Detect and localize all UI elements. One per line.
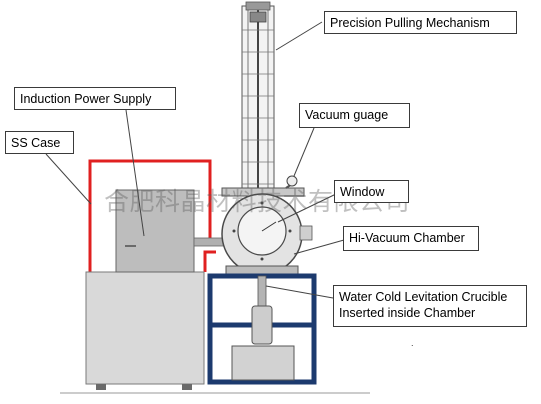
pulling-carriage: [249, 11, 267, 23]
power-supply-box: [115, 189, 195, 273]
label-hi-vacuum-text: Hi-Vacuum Chamber: [349, 231, 465, 245]
leader-crucible: [265, 285, 334, 299]
connector-tube: [193, 237, 225, 247]
label-crucible-line1: Water Cold Levitation Crucible: [339, 290, 508, 304]
window-pointer: [261, 221, 277, 232]
ss-case-outline: [88, 159, 212, 272]
label-precision-pulling: Precision Pulling Mechanism: [324, 11, 517, 34]
leader-ss-case: [45, 153, 92, 205]
label-crucible-line2: Inserted inside Chamber: [339, 306, 476, 320]
vacuum-gauge-dial: [286, 175, 298, 187]
leader-pulling: [275, 21, 323, 51]
label-crucible: Water Cold Levitation Crucible Inserted …: [333, 285, 527, 327]
label-ss-case-text: SS Case: [11, 136, 61, 150]
leader-window: [277, 193, 337, 223]
cabinet-foot-left: [96, 384, 106, 390]
window-bolts: [232, 201, 292, 261]
leader-vacuum: [293, 127, 315, 177]
pulling-top-cap: [245, 1, 271, 11]
label-hi-vacuum: Hi-Vacuum Chamber: [343, 226, 479, 251]
pulling-ladder-rungs: [242, 29, 274, 185]
cabinet-body: [85, 271, 205, 385]
label-ss-case: SS Case: [5, 131, 74, 154]
label-window-text: Window: [340, 185, 385, 199]
label-induction-power: Induction Power Supply: [14, 87, 176, 110]
label-induction-power-text: Induction Power Supply: [20, 92, 152, 106]
leader-power: [125, 109, 145, 237]
crucible-body: [251, 305, 273, 345]
leader-hi-vacuum: [293, 239, 345, 255]
label-vacuum-gauge: Vacuum guage: [299, 103, 410, 128]
cabinet-foot-right: [182, 384, 192, 390]
crucible-stem: [257, 275, 267, 311]
chamber-side-port: [299, 225, 313, 241]
label-vacuum-gauge-text: Vacuum guage: [305, 108, 389, 122]
chamber-base: [225, 265, 299, 275]
label-window: Window: [334, 180, 409, 203]
crucible-pedestal: [231, 345, 295, 381]
small-mark: .: [411, 338, 414, 348]
label-precision-pulling-text: Precision Pulling Mechanism: [330, 16, 490, 30]
ss-case-outline-lower: [203, 250, 216, 272]
